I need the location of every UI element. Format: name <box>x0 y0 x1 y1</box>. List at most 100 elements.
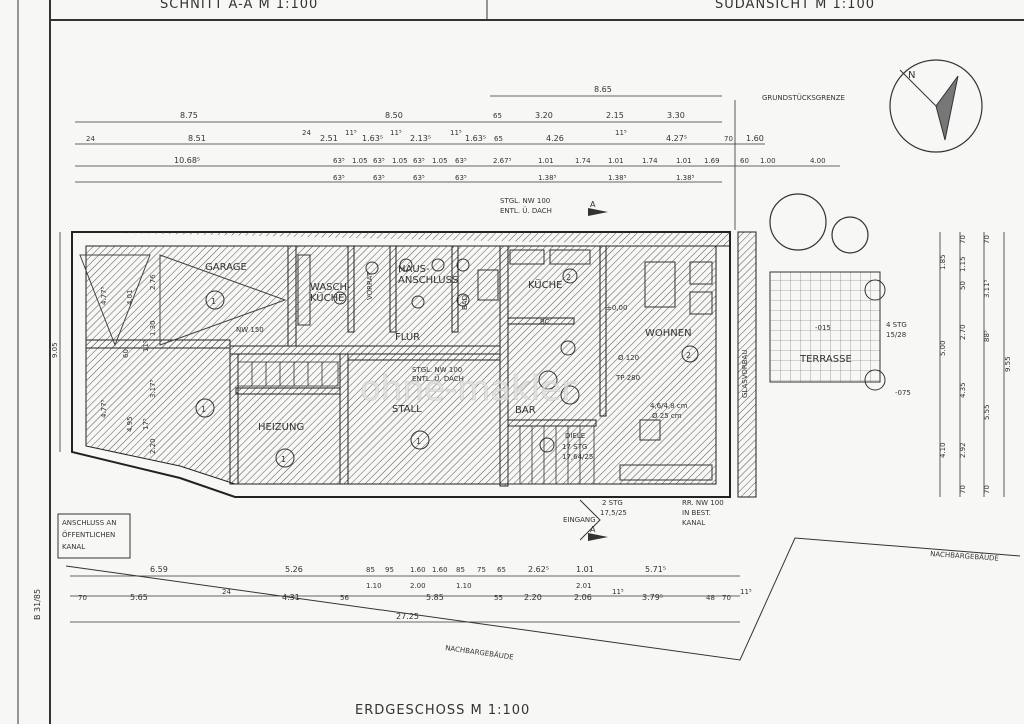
dim-r2-k: 65 <box>494 135 503 143</box>
level-075: -075 <box>895 389 911 397</box>
entl-mid: ENTL. Ü. DACH <box>412 374 464 383</box>
dim-r3-p: 60 <box>740 157 749 165</box>
section-a-bottom: A <box>590 525 596 534</box>
dim-r4-f: 1.38⁵ <box>608 174 627 182</box>
section-marker-top-icon <box>588 208 608 216</box>
glasvorbau-wall <box>737 231 757 498</box>
dim-r2-p: 1.60 <box>746 134 764 143</box>
top-dimension-lines <box>75 95 840 230</box>
dim-b1-j: 2.62⁵ <box>528 565 549 574</box>
dim-r3-a: 10.68⁵ <box>174 156 200 165</box>
dim-r-c2-g: 70 <box>959 485 967 494</box>
anschluss-1: ANSCHLUSS AN <box>62 519 116 527</box>
room-number-kueche: 2 <box>566 273 571 282</box>
room-number-stall: 1 <box>416 437 421 446</box>
dim-top-3: 65 <box>493 112 502 120</box>
dim-b3-n: 11⁵ <box>740 588 752 596</box>
room-terrasse: TERRASSE <box>799 354 852 365</box>
dim-top-6: 3.30 <box>667 111 685 120</box>
room-glasvorbau: GLASVORBAU <box>741 350 749 398</box>
dim-r-c2-d: 2.70 <box>959 324 967 340</box>
dim-r3-f: 63⁵ <box>413 157 425 165</box>
dim-b3-e: 56 <box>340 594 349 602</box>
dim-r3-i: 2.67⁵ <box>493 157 512 165</box>
dim-r2-m: 11⁵ <box>615 129 627 137</box>
dim-top-4: 3.20 <box>535 111 553 120</box>
dim-r4-d: 63⁵ <box>455 174 467 182</box>
dim-b3-a: 70 <box>78 594 87 602</box>
dim-r-total: 9.55 <box>1004 356 1012 372</box>
dim-r3-r: 4.00 <box>810 157 826 165</box>
rr-3: KANAL <box>682 519 705 527</box>
dim-b1-a: 6.59 <box>150 565 168 574</box>
rr-1: RR. NW 100 <box>682 499 724 507</box>
dim-r-c2-e: 4.35 <box>959 382 967 398</box>
dim-b1-f: 1.60 <box>432 566 448 574</box>
dim-r3-d: 63⁵ <box>373 157 385 165</box>
dim-left-i: 60 <box>122 349 130 358</box>
dim-r2-f: 1.63⁵ <box>362 134 383 143</box>
stair-17stg: 17 STG <box>562 443 587 451</box>
dim-b1-k: 1.01 <box>576 565 594 574</box>
stg2: 2 STG <box>602 499 623 507</box>
property-line-label: GRUNDSTÜCKSGRENZE <box>762 93 845 102</box>
terrace-tiles <box>769 271 881 383</box>
dim-b3-h: 2.20 <box>524 593 542 602</box>
dim-left-d: 1.30 <box>149 320 157 336</box>
room-wohnen: WOHNEN <box>645 328 692 339</box>
dim-r-c2-a: 70 <box>959 235 967 244</box>
dim-left-a: 4.77⁵ <box>100 286 108 305</box>
watermark: ohne-makler <box>360 369 575 409</box>
dim-r-c1-a: 1.85 <box>939 254 947 270</box>
dim-r2-c: 24 <box>302 129 311 137</box>
nw150: NW 150 <box>236 326 264 334</box>
dim-r4-a: 63⁵ <box>333 174 345 182</box>
garage-door-swing-2 <box>79 254 151 347</box>
north-arrow-icon: N <box>889 59 983 153</box>
level-015: -015 <box>815 324 831 332</box>
dim-r3-l: 1.01 <box>608 157 624 165</box>
room-kueche: KÜCHE <box>528 278 562 291</box>
dim-r-c2-f: 2.92 <box>959 442 967 458</box>
tp-280: TP 280 <box>615 374 640 382</box>
dim-left-j: 11⁵ <box>142 340 150 352</box>
stg2-dim: 17,5/25 <box>600 509 627 517</box>
room-vorrat: VORRAT <box>366 271 374 300</box>
dim-r3-o: 1.69 <box>704 157 720 165</box>
dim-r-c3-a: 70 <box>983 235 991 244</box>
dim-r3-k: 1.74 <box>575 157 591 165</box>
bottom-dimension-lines <box>70 575 740 623</box>
anschluss-3: KANAL <box>62 543 85 551</box>
dim-b3-k: 3.79⁵ <box>642 593 663 602</box>
dim-r-c1-c: 4.10 <box>939 442 947 458</box>
room-bad: BAD <box>461 295 469 310</box>
furniture <box>297 249 713 481</box>
stair-17stg-dim: 17,64/25 <box>562 453 593 461</box>
dim-b2-a: 1.10 <box>366 582 382 590</box>
room-number-garage: 1 <box>211 297 216 306</box>
stgl-mid: STGL. NW 100 <box>412 366 462 374</box>
fireplace-phi: Ø 25 cm <box>652 412 682 420</box>
dim-r2-l: 4.26 <box>546 134 564 143</box>
dim-r3-n: 1.01 <box>676 157 692 165</box>
dim-b2-c: 1.10 <box>456 582 472 590</box>
room-diele: DIELE <box>565 432 585 440</box>
dim-b2-b: 2.00 <box>410 582 426 590</box>
room-flur: FLUR <box>395 332 420 343</box>
dim-b1-i: 65 <box>497 566 506 574</box>
neighbor-label-bottom: NACHBARGEBÄUDE <box>445 643 514 662</box>
dim-r2-b: 8.51 <box>188 134 206 143</box>
tree-icon <box>769 193 886 391</box>
dim-r4-c: 63⁵ <box>413 174 425 182</box>
room-number-heizung: 1 <box>281 455 286 464</box>
dim-b1-b: 5.26 <box>285 565 303 574</box>
stair-4stg-dim: 15/28 <box>886 331 906 339</box>
dim-b1-h: 75 <box>477 566 486 574</box>
stair-4stg: 4 STG <box>886 321 907 329</box>
elevation-title: SÜDANSICHT M 1:100 <box>715 0 875 12</box>
dim-b1-d: 95 <box>385 566 394 574</box>
eingang: EINGANG <box>563 516 596 524</box>
dim-r2-e: 11⁵ <box>345 129 357 137</box>
sheet-code: B 31/85 <box>33 589 42 620</box>
